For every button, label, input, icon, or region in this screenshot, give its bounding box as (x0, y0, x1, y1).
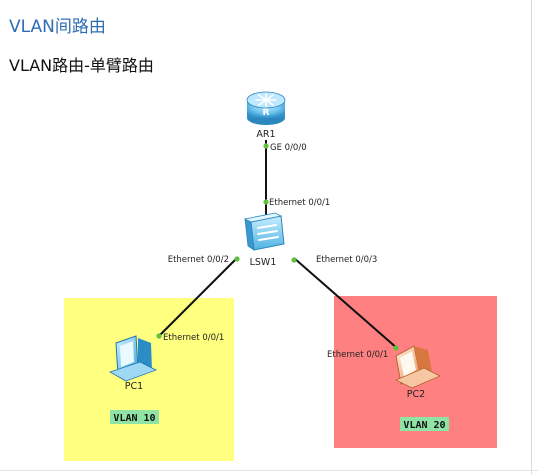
switch-icon[interactable] (243, 212, 285, 251)
link-switch-pc2 (293, 257, 399, 350)
switch-uplink-label: Ethernet 0/0/1 (269, 198, 330, 208)
vlan20-tag (400, 417, 449, 431)
switch-right-port-label: Ethernet 0/0/3 (316, 255, 377, 265)
pc2-icon[interactable] (395, 345, 441, 389)
port-dot-switch-right (291, 257, 297, 263)
router-port-label: GE 0/0/0 (270, 143, 307, 153)
router-name: AR1 (256, 129, 275, 140)
pc1-icon[interactable] (109, 335, 158, 382)
port-dot-pc1 (156, 333, 162, 339)
page-subheading: VLAN路由-单臂路由 (9, 56, 154, 75)
vlan10-tag (110, 410, 159, 424)
link-switch-pc1 (157, 257, 238, 338)
svg-text:R: R (263, 108, 270, 118)
pc1-port-label: Ethernet 0/0/1 (163, 333, 224, 343)
switch-left-port-label: Ethernet 0/0/2 (168, 255, 229, 265)
pc2-name: PC2 (407, 389, 425, 400)
router-icon[interactable]: R (246, 91, 286, 125)
port-dot-switch-left (234, 256, 240, 262)
page-heading: VLAN间路由 (9, 17, 106, 37)
pc2-port-label: Ethernet 0/0/1 (327, 350, 388, 360)
page-edge-right (531, 0, 532, 474)
vlan10-label: VLAN 10 (113, 413, 155, 424)
switch-name: LSW1 (250, 257, 277, 268)
pc1-name: PC1 (125, 381, 143, 392)
port-dot-router (263, 143, 269, 149)
vlan20-label: VLAN 20 (403, 420, 445, 431)
vlan10-zone (64, 298, 234, 461)
page-edge-bottom (0, 470, 538, 471)
port-dot-switch-uplink (263, 199, 269, 205)
port-dot-pc2 (393, 345, 399, 351)
